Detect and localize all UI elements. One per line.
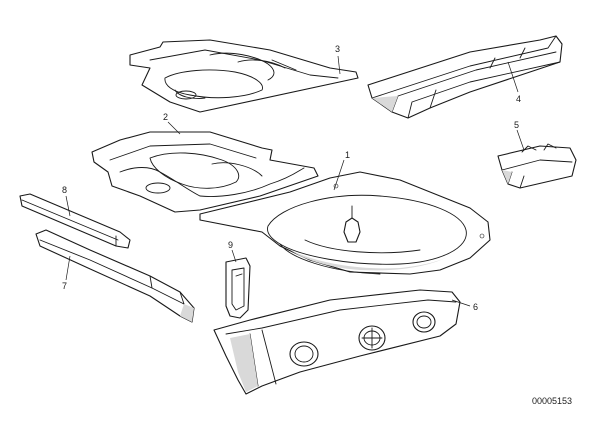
callout-5: 5 [514, 120, 519, 130]
part-9-support-bracket [225, 257, 251, 319]
callout-2: 2 [163, 112, 168, 122]
leader-lines [65, 55, 525, 307]
callout-4: 4 [516, 94, 521, 104]
callout-8: 8 [62, 185, 67, 195]
callout-7: 7 [62, 281, 67, 291]
callout-3: 3 [335, 44, 340, 54]
part-1-spare-wheel-well [199, 171, 491, 275]
part-6-side-panel [213, 289, 461, 395]
callout-9: 9 [228, 240, 233, 250]
part-7-side-rail-lower [35, 229, 195, 323]
diagram-code: 00005153 [532, 396, 572, 406]
part-8-side-rail-upper [19, 193, 131, 249]
part-4-cross-member [367, 35, 563, 119]
part-5-bracket [497, 143, 577, 189]
callout-6: 6 [473, 302, 478, 312]
part-2-floor-mat-lower [91, 131, 319, 213]
callout-1: 1 [345, 150, 350, 160]
part-3-floor-mat-upper [129, 39, 359, 113]
